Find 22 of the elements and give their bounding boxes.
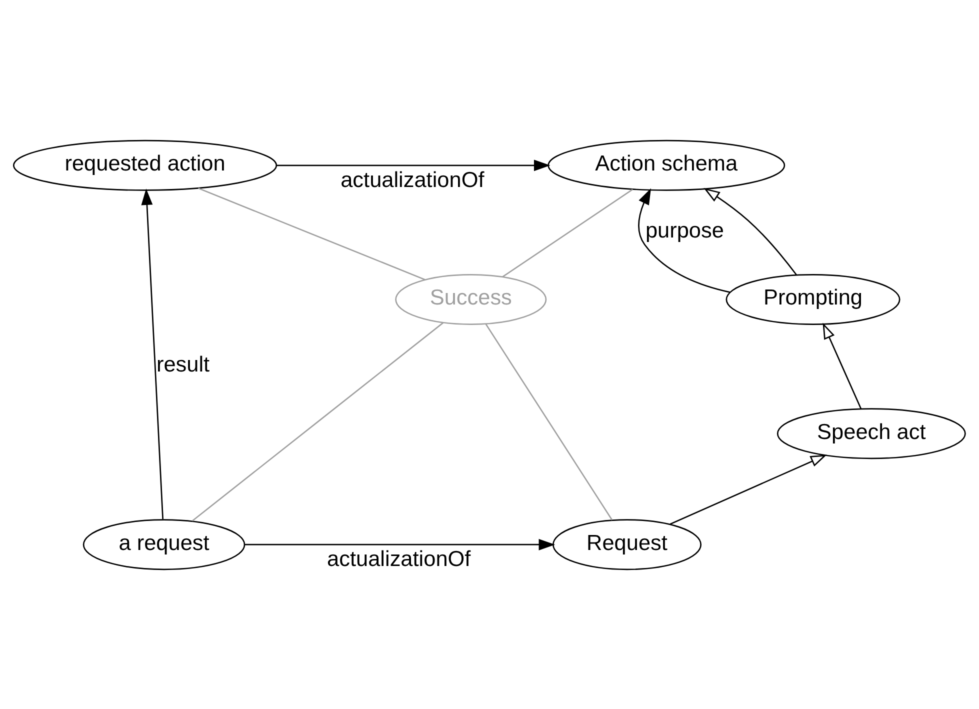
- connector: [198, 187, 426, 280]
- arrow: [276, 159, 550, 171]
- edge-label: actualizationOf: [327, 546, 471, 571]
- arrow: [670, 454, 827, 524]
- arrow: [244, 538, 556, 550]
- node-ellipse: Action schema: [548, 139, 786, 190]
- edge-label: actualizationOf: [340, 166, 484, 192]
- node-ellipse: a request: [82, 518, 246, 570]
- arrow: [704, 187, 797, 275]
- arrow: [141, 188, 164, 519]
- node-ellipse: Prompting: [726, 274, 900, 324]
- node-ellipse: Request: [552, 518, 702, 570]
- connector: [485, 323, 613, 520]
- arrow: [638, 188, 730, 292]
- edge-label: purpose: [645, 217, 724, 242]
- node-ellipse: requested action: [13, 139, 278, 190]
- edge-label: result: [156, 351, 210, 376]
- connector: [502, 188, 633, 277]
- node-ellipse: Success: [395, 274, 547, 324]
- connector: [192, 322, 444, 521]
- arrow: [822, 322, 862, 409]
- node-ellipse: Speech act: [776, 408, 966, 459]
